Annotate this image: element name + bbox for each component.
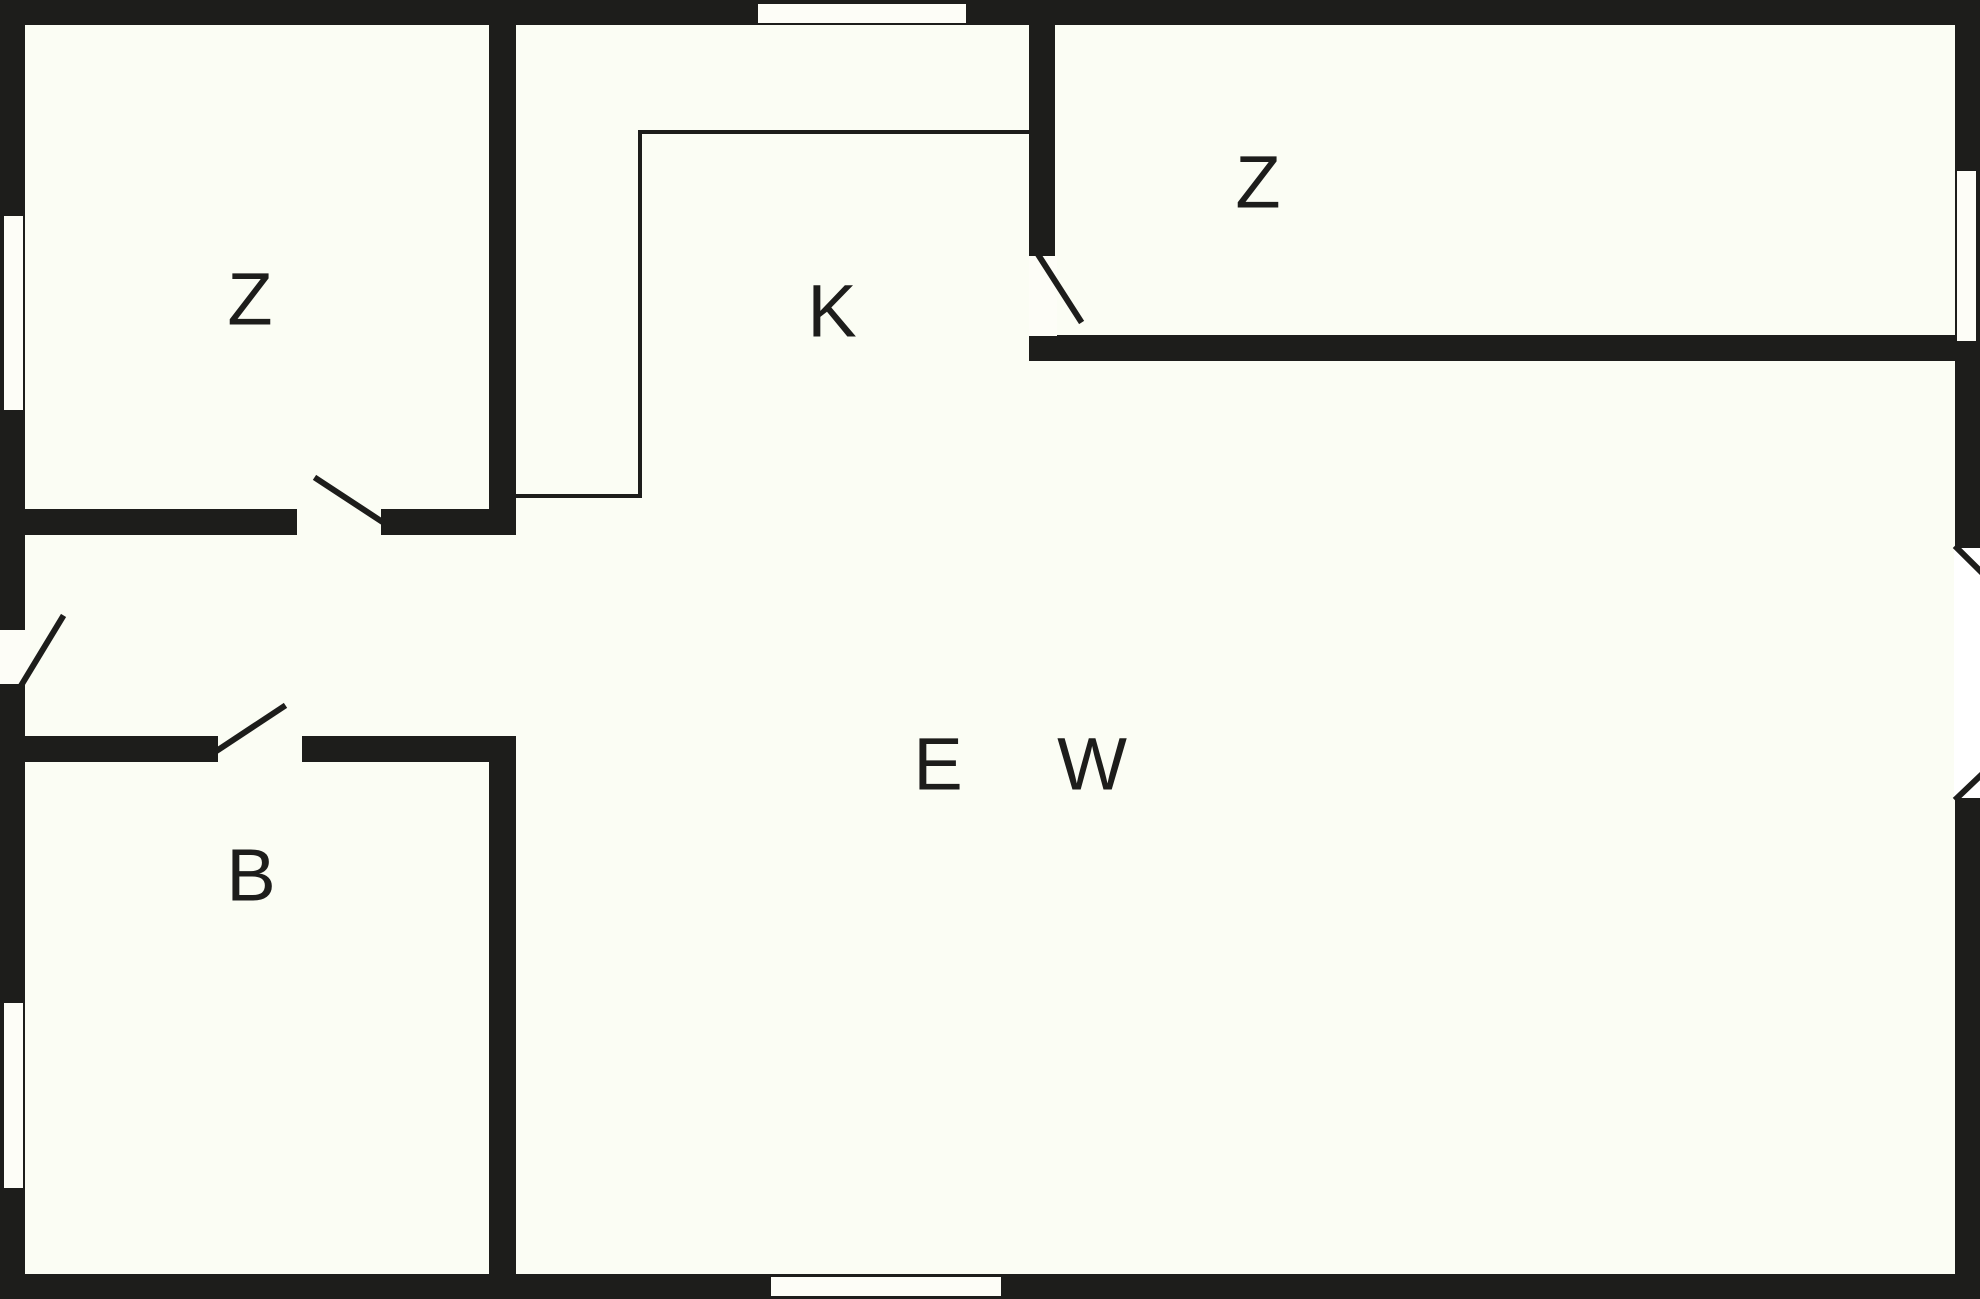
- room-label-kitchen: K: [807, 270, 856, 353]
- door-leaf-entrance-left[interactable]: [17, 613, 67, 689]
- window-left-upper[interactable]: [2, 214, 25, 412]
- door-leaf-terrace-lower[interactable]: [1952, 700, 1980, 803]
- floor-fills: [24, 24, 1956, 1275]
- room-label-living-room: W: [1057, 723, 1127, 806]
- window-top-exterior[interactable]: [756, 2, 968, 25]
- thin-interior-lines: [505, 130, 1033, 498]
- floor-fill-main: [24, 24, 1956, 1275]
- door-gap-bedroom-top-right[interactable]: [1029, 256, 1057, 336]
- room-label-entrance: E: [913, 723, 962, 806]
- wall-partition-z1-k: [489, 24, 516, 534]
- wall-partition-k-z2: [1029, 24, 1055, 258]
- interior-walls: [24, 24, 1968, 1275]
- door-leaves: [17, 251, 1980, 803]
- door-leaf-terrace-upper[interactable]: [1952, 543, 1980, 650]
- wall-partition-b-right: [489, 736, 516, 1275]
- window-left-lower[interactable]: [2, 1001, 25, 1190]
- door-leaf-bedroom-top-right[interactable]: [1034, 251, 1085, 325]
- wall-partition-z2-bottom: [1029, 335, 1968, 361]
- room-label-bathroom: B: [226, 834, 275, 917]
- room-label-bedroom-top-right: Z: [1235, 141, 1280, 224]
- wall-partition-z1-bottom: [24, 509, 516, 535]
- door-gap-terrace-right[interactable]: [1954, 548, 1980, 798]
- window-bottom-exterior[interactable]: [769, 1275, 1003, 1298]
- door-leaf-bedroom-top-left[interactable]: [312, 474, 386, 526]
- kitchen-niche-outline: [505, 130, 1033, 498]
- door-leaf-bathroom[interactable]: [213, 702, 288, 755]
- window-right-upper[interactable]: [1955, 169, 1978, 343]
- room-label-bedroom-top-left: Z: [227, 258, 272, 341]
- door-openings: [0, 256, 1980, 798]
- room-labels: Z K Z B E W: [226, 141, 1280, 917]
